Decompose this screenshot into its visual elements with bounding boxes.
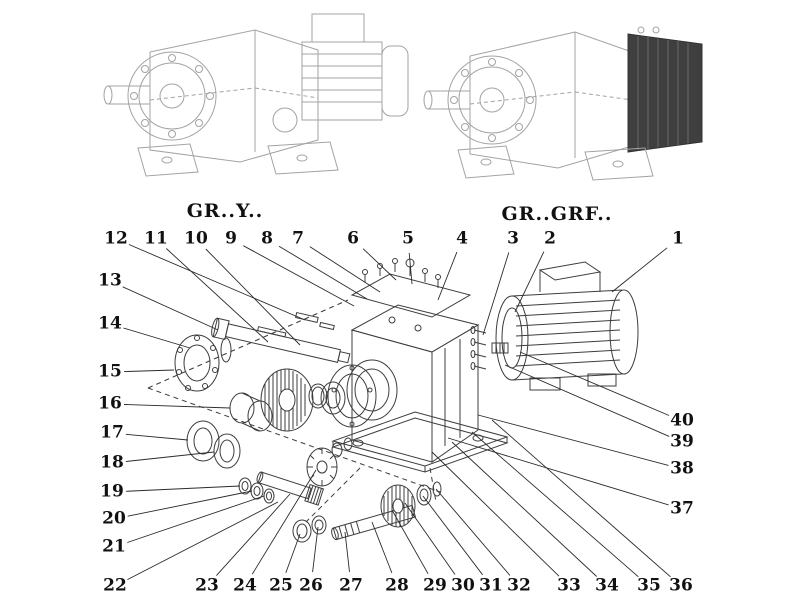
callout-label-37: 37 [670, 498, 694, 519]
leader-line-21 [127, 495, 265, 543]
leader-line-15 [123, 369, 175, 373]
callout-label-40: 40 [670, 410, 694, 431]
callout-label-5: 5 [402, 228, 414, 249]
callout-label-15: 15 [98, 361, 122, 382]
variant-label-gr-y: GR..Y.. [186, 200, 264, 222]
leader-line-30 [404, 502, 456, 575]
callout-label-32: 32 [507, 575, 531, 596]
leader-line-18 [125, 451, 215, 462]
leader-line-24 [251, 469, 317, 575]
callout-label-6: 6 [347, 228, 359, 249]
callout-label-11: 11 [144, 228, 168, 249]
leader-line-29 [391, 509, 429, 575]
leader-line-19 [125, 485, 241, 492]
callout-label-13: 13 [98, 270, 122, 291]
callout-label-7: 7 [292, 228, 304, 249]
variant-label-gr-grf: GR..GRF.. [501, 203, 613, 225]
callout-label-22: 22 [103, 575, 127, 596]
callout-label-35: 35 [637, 575, 661, 596]
callout-label-16: 16 [98, 393, 122, 414]
leader-line-38 [477, 414, 669, 466]
leader-line-27 [344, 531, 350, 573]
callout-label-12: 12 [104, 228, 128, 249]
gearmotor-left-drawing [103, 13, 409, 177]
leader-line-35 [471, 431, 639, 578]
leader-line-11 [165, 248, 269, 343]
callout-label-14: 14 [98, 313, 122, 334]
callout-label-33: 33 [557, 575, 581, 596]
exploded-view-drawing [147, 258, 639, 543]
callout-label-20: 20 [102, 508, 126, 529]
leader-line-2 [514, 251, 545, 313]
callout-label-38: 38 [670, 458, 694, 479]
leader-line-33 [431, 451, 560, 577]
callout-label-8: 8 [261, 228, 273, 249]
leader-line-6 [362, 248, 397, 281]
callout-label-17: 17 [100, 422, 124, 443]
callout-label-19: 19 [100, 481, 124, 502]
callout-label-1: 1 [672, 228, 684, 249]
callout-label-30: 30 [451, 575, 475, 596]
leader-line-4 [437, 251, 458, 301]
callout-label-36: 36 [669, 575, 693, 596]
callout-label-31: 31 [479, 575, 503, 596]
leader-line-7 [309, 246, 381, 293]
callout-label-25: 25 [269, 575, 293, 596]
leader-line-12 [128, 244, 306, 321]
callout-label-34: 34 [595, 575, 619, 596]
callout-label-2: 2 [544, 228, 556, 249]
leader-line-23 [216, 493, 291, 576]
leader-line-20 [127, 490, 253, 517]
leader-line-31 [422, 495, 483, 576]
leader-line-13 [122, 286, 219, 331]
callout-label-27: 27 [339, 575, 363, 596]
leader-line-1 [611, 247, 668, 293]
callout-label-24: 24 [233, 575, 257, 596]
leader-line-8 [278, 245, 368, 300]
leader-line-5 [408, 252, 413, 285]
leader-line-34 [451, 441, 598, 577]
leader-line-3 [482, 252, 510, 336]
leader-line-16 [123, 404, 231, 409]
gearmotor-right-drawing [423, 26, 703, 181]
callout-label-39: 39 [670, 431, 694, 452]
leader-line-39 [504, 364, 670, 437]
leader-line-36 [491, 419, 671, 578]
leader-line-10 [205, 248, 301, 346]
callout-label-9: 9 [225, 228, 237, 249]
callout-label-26: 26 [299, 575, 323, 596]
leader-line-25 [285, 533, 301, 574]
callout-label-21: 21 [102, 536, 126, 557]
leader-line-22 [127, 501, 279, 580]
leader-line-17 [125, 433, 189, 441]
callout-label-10: 10 [184, 228, 208, 249]
leader-line-26 [312, 526, 319, 573]
leader-line-28 [371, 521, 393, 574]
callout-label-18: 18 [100, 452, 124, 473]
callout-label-23: 23 [195, 575, 219, 596]
leader-line-32 [435, 488, 511, 576]
callout-label-28: 28 [385, 575, 409, 596]
leader-lines [122, 244, 671, 580]
leader-line-40 [519, 351, 670, 416]
callout-label-3: 3 [507, 228, 519, 249]
leader-line-37 [447, 437, 669, 506]
leader-line-9 [243, 245, 355, 307]
callout-label-29: 29 [423, 575, 447, 596]
callout-label-4: 4 [456, 228, 468, 249]
leader-line-14 [123, 327, 191, 349]
